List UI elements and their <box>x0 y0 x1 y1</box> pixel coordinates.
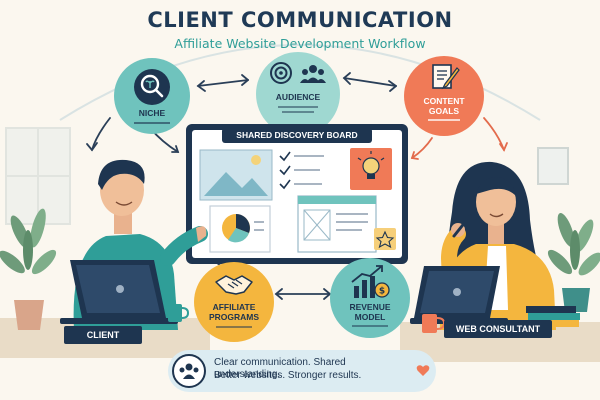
flow-arrows <box>196 72 397 92</box>
footer-line-1: Clear communication. Shared understandin… <box>214 357 346 380</box>
consultant-mug <box>422 314 446 333</box>
footer-banner <box>168 350 436 392</box>
affiliate-programs-line-1: AFFILIATE <box>212 302 256 312</box>
wireframe-card <box>297 195 377 253</box>
revenue-model-line-2: MODEL <box>354 312 386 322</box>
client-mug <box>168 304 190 322</box>
revenue-model-node: $ REVENUE MODEL <box>330 258 410 338</box>
consultant-laptop <box>410 266 508 324</box>
growth-chart-icon: $ <box>351 265 390 298</box>
right-plant <box>547 212 600 312</box>
people-icon <box>300 65 326 83</box>
document-pencil-icon <box>432 64 460 90</box>
content-goals-line-1: CONTENT <box>423 96 465 106</box>
content-goals-line-2: GOALS <box>428 106 460 116</box>
left-window <box>5 127 71 225</box>
audience-label: AUDIENCE <box>275 92 321 102</box>
client-tag: CLIENT <box>64 326 142 344</box>
pie-chart-card <box>209 205 271 253</box>
board-content <box>199 148 396 253</box>
revenue-model-line-1: REVENUE <box>349 302 391 312</box>
lightbulb-icon <box>350 148 392 190</box>
team-icon <box>172 354 206 388</box>
right-picture-frame <box>537 147 569 185</box>
content-goals-node: CONTENT GOALS <box>404 56 484 136</box>
affiliate-programs-node: AFFILIATE PROGRAMS <box>194 262 274 342</box>
handshake-icon <box>215 275 253 295</box>
heart-icon <box>416 365 430 376</box>
svg-text:$: $ <box>379 287 385 297</box>
left-plant <box>0 208 57 330</box>
image-card <box>199 149 273 201</box>
page-subtitle: Affiliate Website Development Workflow <box>174 36 426 51</box>
page-title: CLIENT COMMUNICATION <box>147 8 453 32</box>
affiliate-programs-line-2: PROGRAMS <box>208 312 260 322</box>
niche-node: NICHE <box>114 58 190 134</box>
revenue-model-label: REVENUE MODEL <box>330 302 410 322</box>
niche-label: NICHE <box>138 108 166 118</box>
footer-line-2: Better websites. Stronger results. <box>214 370 362 381</box>
target-icon <box>270 62 292 84</box>
book-stack <box>525 306 580 327</box>
board-title: SHARED DISCOVERY BOARD <box>222 128 372 143</box>
audience-node: AUDIENCE <box>256 52 340 136</box>
magnifier-icon <box>134 69 170 105</box>
affiliate-programs-label: AFFILIATE PROGRAMS <box>194 302 274 322</box>
content-goals-label: CONTENT GOALS <box>404 96 484 116</box>
consultant-tag: WEB CONSULTANT <box>444 320 552 338</box>
checklist <box>279 151 324 190</box>
star-icon <box>374 228 396 250</box>
client-laptop <box>60 260 178 324</box>
